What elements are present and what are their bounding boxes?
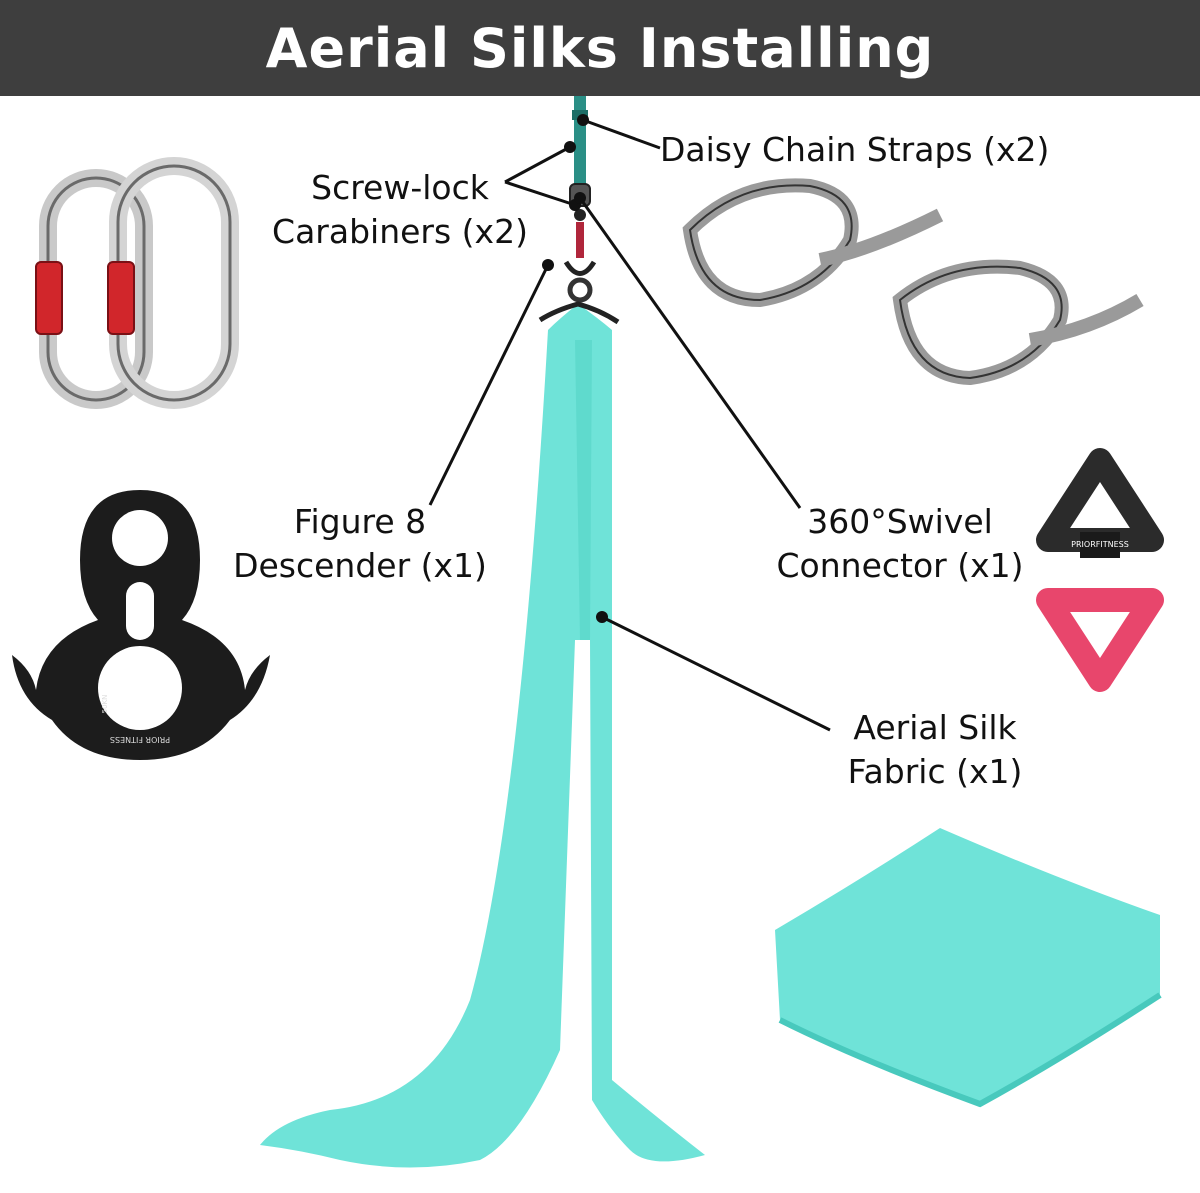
leader-dots — [542, 114, 608, 623]
swivel-connector-icon — [1036, 448, 1164, 692]
label-swivel-connector: 360°Swivel Connector (x1) — [750, 500, 1050, 588]
label-screw-lock-carabiners: Screw-lock Carabiners (x2) — [240, 166, 560, 254]
label-silk-line2: Fabric (x1) — [847, 752, 1023, 791]
label-silk-line1: Aerial Silk — [853, 708, 1017, 747]
label-swivel-line1: 360°Swivel — [807, 502, 993, 541]
descender-brand-mark: PRIOR FITNESS — [95, 735, 185, 744]
label-figure-8-line1: Figure 8 — [293, 502, 427, 541]
label-figure-8-line2: Descender (x1) — [233, 546, 487, 585]
header-bar: Aerial Silks Installing — [0, 0, 1200, 96]
label-screw-lock-line1: Screw-lock — [311, 168, 489, 207]
label-swivel-line2: Connector (x1) — [776, 546, 1024, 585]
swivel-brand-mark: PRIORFITNESS — [1062, 532, 1138, 558]
leader-lines — [428, 118, 831, 732]
descender-brand-text: PRIOR FITNESS — [109, 735, 171, 744]
label-daisy-chain-text: Daisy Chain Straps (x2) — [660, 130, 1050, 169]
descender-rating-text: 50KN — [101, 694, 109, 714]
folded-silk-icon — [775, 828, 1162, 1108]
hanging-silk-icon — [260, 301, 705, 1168]
label-aerial-silk-fabric: Aerial Silk Fabric (x1) — [800, 706, 1070, 794]
label-screw-lock-line2: Carabiners (x2) — [272, 212, 528, 251]
figure-8-descender-icon — [12, 490, 270, 760]
label-daisy-chain-straps: Daisy Chain Straps (x2) — [660, 128, 1140, 172]
descender-rating-mark: 50KN — [101, 689, 109, 719]
page-title: Aerial Silks Installing — [265, 16, 935, 80]
hanging-rigging-icon — [563, 96, 597, 303]
daisy-chain-strap-icon — [682, 178, 1144, 386]
carabiner-pair-icon — [35, 157, 239, 409]
swivel-brand-text: PRIORFITNESS — [1071, 540, 1129, 549]
label-figure-8-descender: Figure 8 Descender (x1) — [200, 500, 520, 588]
